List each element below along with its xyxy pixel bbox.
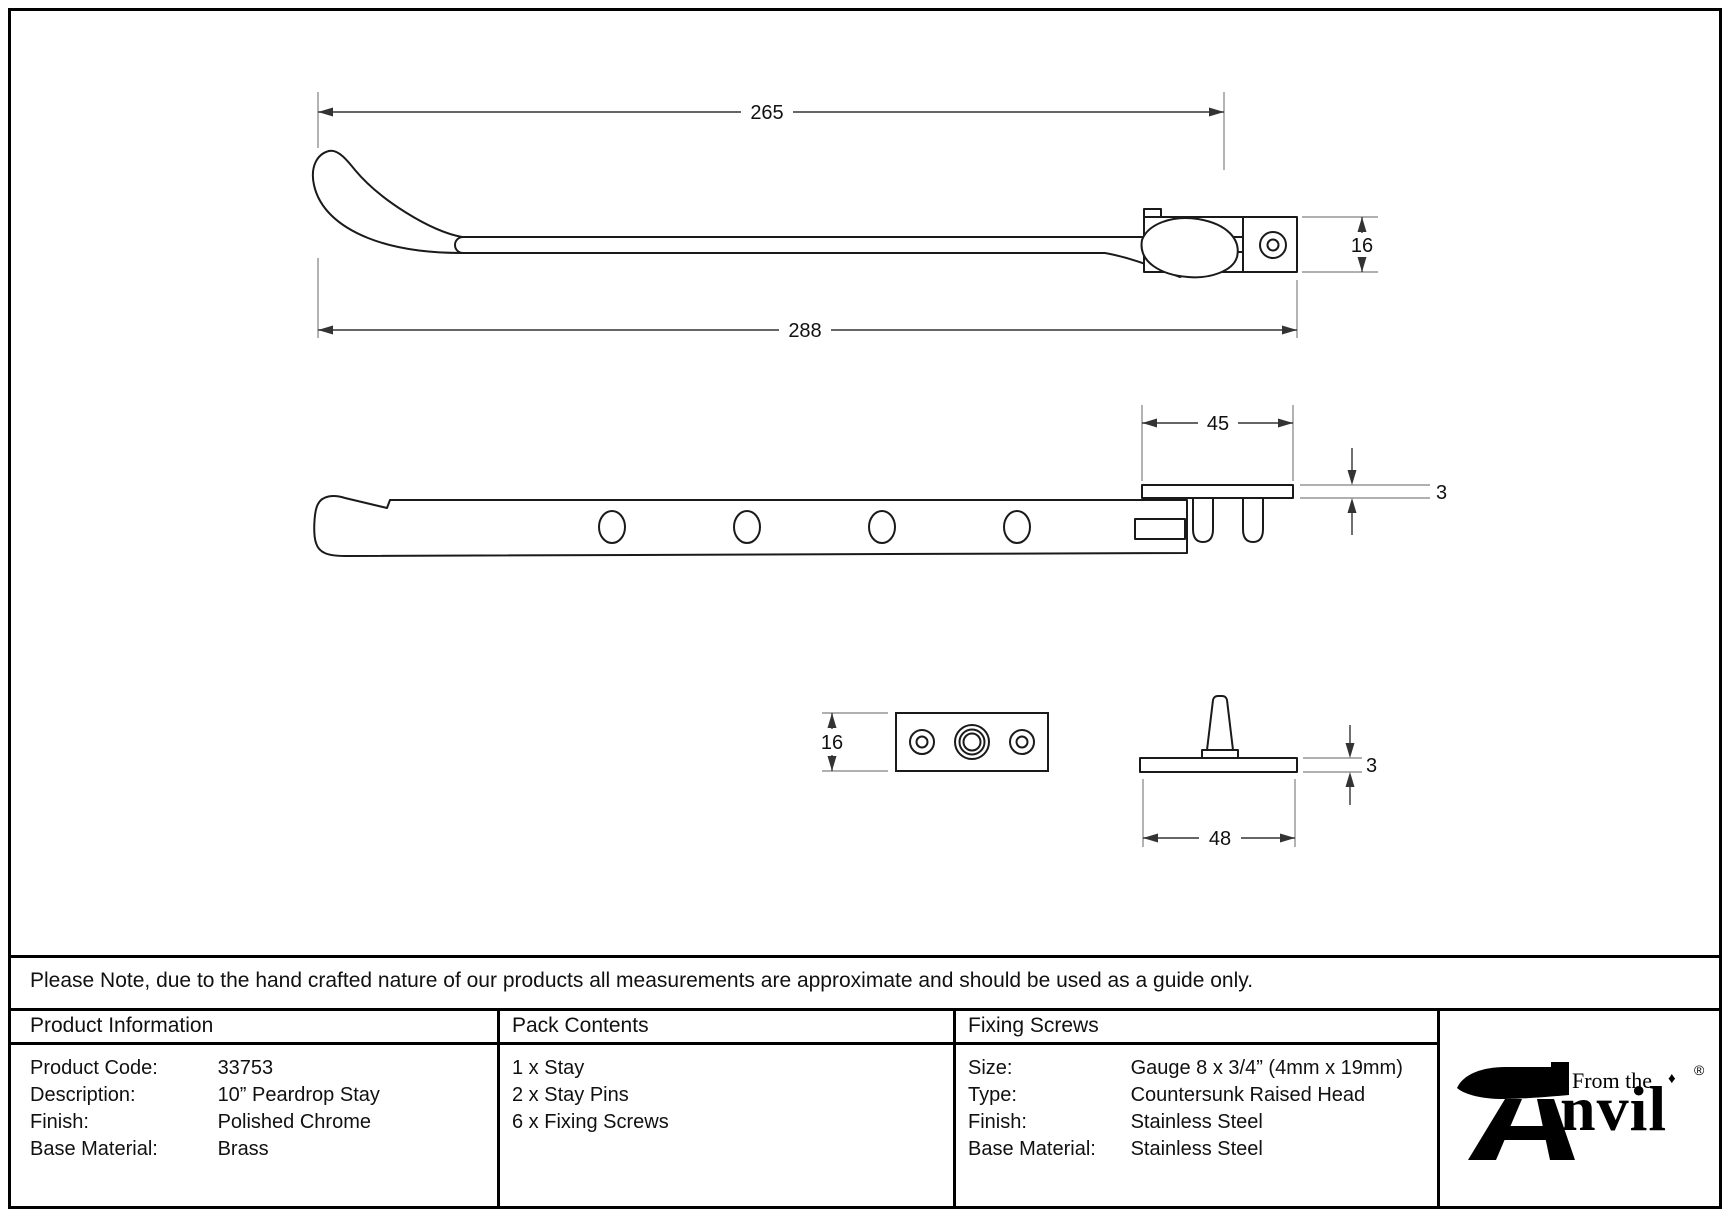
screw-type-row: Type: Countersunk Raised Head bbox=[968, 1084, 1365, 1107]
bar-end-cap bbox=[454, 236, 464, 254]
pack-contents-header: Pack Contents bbox=[512, 1014, 649, 1037]
dim-45: 45 bbox=[1141, 405, 1294, 481]
dim-288-label: 288 bbox=[788, 320, 821, 342]
dim-48-label: 48 bbox=[1209, 828, 1231, 850]
product-info-header: Product Information bbox=[30, 1014, 214, 1037]
product-code-label: Product Code: bbox=[30, 1057, 158, 1079]
pin-plate-hole-left-outer bbox=[909, 729, 935, 755]
dim-16-bracket-label: 16 bbox=[1351, 235, 1373, 257]
peardrop-end bbox=[1140, 217, 1239, 279]
bracket-screw-hole-outer bbox=[1259, 231, 1287, 259]
dim-288: 288 bbox=[317, 258, 1298, 342]
stay-plan-view bbox=[313, 484, 1294, 557]
screw-finish-value: Stainless Steel bbox=[1130, 1111, 1263, 1133]
base-material-row: Base Material: Brass bbox=[30, 1138, 269, 1161]
base-material-label: Base Material: bbox=[30, 1138, 158, 1160]
logo-diamond-icon: ♦ bbox=[1668, 1070, 1676, 1087]
table-divider-1 bbox=[497, 1008, 500, 1209]
dim-48: 48 bbox=[1142, 779, 1296, 850]
screw-size-row: Size: Gauge 8 x 3/4” (4mm x 19mm) bbox=[968, 1057, 1403, 1080]
screw-base-material-row: Base Material: Stainless Steel bbox=[968, 1138, 1263, 1161]
pin-plate-hole-right-outer bbox=[1009, 729, 1035, 755]
dim-3-pin-plate-label: 3 bbox=[1366, 755, 1377, 777]
registered-trademark-icon: ® bbox=[1694, 1062, 1705, 1078]
pin-base-plate bbox=[1139, 757, 1298, 773]
pack-item-3: 6 x Fixing Screws bbox=[512, 1111, 669, 1133]
stay-side-view bbox=[311, 149, 1298, 279]
dim-3-keeper-label: 3 bbox=[1436, 482, 1447, 504]
pin-boss-outer bbox=[954, 724, 990, 760]
dim-16-plate-label: 16 bbox=[821, 732, 843, 754]
table-top-rule bbox=[8, 1008, 1722, 1011]
stay-hole-2 bbox=[733, 510, 761, 544]
dim-265: 265 bbox=[317, 92, 1225, 170]
pack-item-2: 2 x Stay Pins bbox=[512, 1084, 629, 1106]
dim-45-label: 45 bbox=[1207, 413, 1229, 435]
keeper-leg-2 bbox=[1242, 497, 1264, 543]
screw-size-value: Gauge 8 x 3/4” (4mm x 19mm) bbox=[1130, 1057, 1403, 1079]
screw-base-material-label: Base Material: bbox=[968, 1138, 1096, 1160]
finish-row: Finish: Polished Chrome bbox=[30, 1111, 371, 1134]
pack-item-1: 1 x Stay bbox=[512, 1057, 585, 1079]
screw-finish-label: Finish: bbox=[968, 1111, 1027, 1133]
pin-plate bbox=[895, 712, 1049, 772]
dim-3-keeper: 3 bbox=[1300, 448, 1447, 535]
anvil-icon bbox=[1457, 1062, 1575, 1160]
screw-size-label: Size: bbox=[968, 1057, 1013, 1079]
pin-plate-top-view bbox=[895, 712, 1049, 772]
pivot-block bbox=[1134, 518, 1186, 540]
pin-plate-hole-left-inner bbox=[915, 735, 929, 749]
pin-side-view bbox=[1139, 695, 1298, 773]
description-value: 10” Peardrop Stay bbox=[217, 1084, 380, 1106]
stay-hole-1 bbox=[598, 510, 626, 544]
table-divider-2 bbox=[953, 1008, 956, 1209]
finish-label: Finish: bbox=[30, 1111, 89, 1133]
technical-drawings: 265 288 16 bbox=[311, 92, 1447, 850]
screw-type-value: Countersunk Raised Head bbox=[1130, 1084, 1366, 1106]
keeper-plate bbox=[1141, 484, 1294, 499]
pin-boss-inner bbox=[962, 732, 982, 752]
stay-hole-4 bbox=[1003, 510, 1031, 544]
description-row: Description: 10” Peardrop Stay bbox=[30, 1084, 380, 1107]
logo-name: nvil bbox=[1560, 1073, 1668, 1144]
table-header-rule bbox=[8, 1042, 1437, 1045]
brand-logo: From the ♦ nvil ® bbox=[1437, 1008, 1722, 1209]
screw-base-material-value: Stainless Steel bbox=[1130, 1138, 1263, 1160]
fixing-screws-header: Fixing Screws bbox=[968, 1014, 1099, 1037]
pin-collar bbox=[1201, 749, 1239, 759]
stay-hole-3 bbox=[868, 510, 896, 544]
pin-plate-hole-right-inner bbox=[1015, 735, 1029, 749]
page-border bbox=[8, 8, 1722, 1209]
logo-from-the: From the bbox=[1572, 1068, 1653, 1093]
bracket-notch bbox=[1143, 208, 1162, 218]
finish-value: Polished Chrome bbox=[217, 1111, 371, 1133]
note-text: Please Note, due to the hand crafted nat… bbox=[30, 969, 1254, 992]
description-label: Description: bbox=[30, 1084, 136, 1106]
keeper-leg-1 bbox=[1192, 497, 1214, 543]
screw-type-label: Type: bbox=[968, 1084, 1017, 1106]
table-divider-3 bbox=[1437, 1008, 1440, 1209]
product-code-row: Product Code: 33753 bbox=[30, 1057, 273, 1080]
pin-cone bbox=[1206, 695, 1234, 751]
pin-boss-mid bbox=[958, 728, 986, 756]
note-band-top-rule bbox=[8, 955, 1722, 958]
stay-side-outline bbox=[311, 149, 1201, 278]
screw-finish-row: Finish: Stainless Steel bbox=[968, 1111, 1263, 1134]
dim-265-label: 265 bbox=[750, 102, 783, 124]
base-material-value: Brass bbox=[217, 1138, 269, 1160]
product-code-value: 33753 bbox=[217, 1057, 274, 1079]
dim-16-bracket: 16 bbox=[1302, 216, 1378, 273]
dim-3-pin-plate: 3 bbox=[1303, 725, 1377, 805]
bracket-screw-hole-inner bbox=[1266, 238, 1280, 252]
dim-16-plate: 16 bbox=[821, 712, 888, 772]
